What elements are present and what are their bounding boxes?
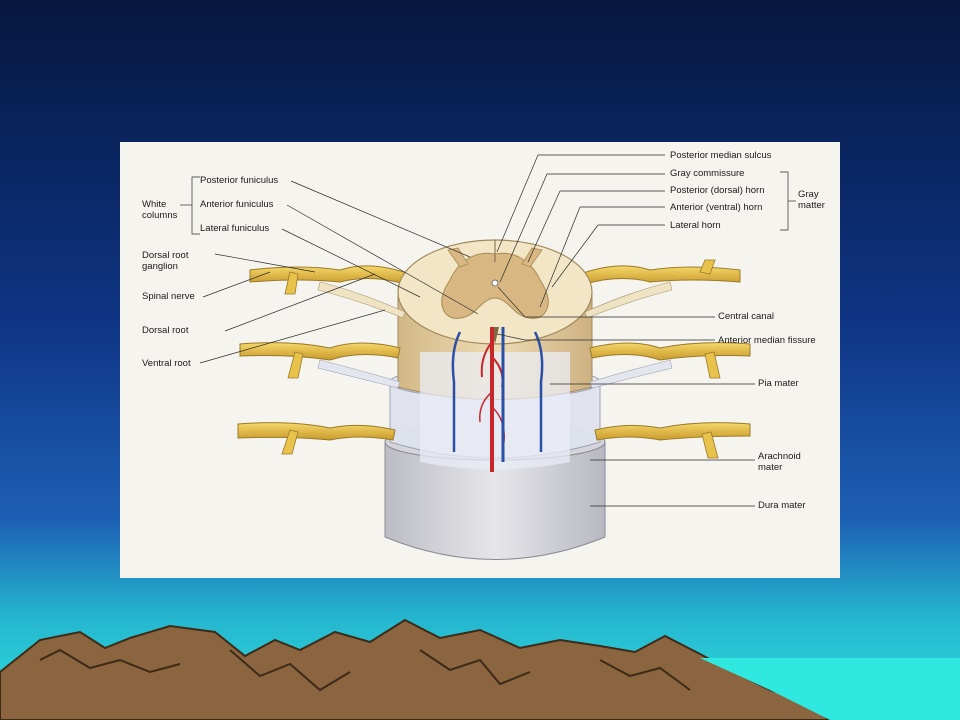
label-gray-matter: Gray matter: [798, 189, 825, 211]
blood-vessels: [451, 327, 544, 472]
nerve-roots-left: [237, 265, 411, 455]
label-spinal-nerve: Spinal nerve: [142, 291, 195, 302]
label-anterior-ventral-horn: Anterior (ventral) horn: [670, 202, 763, 213]
label-central-canal: Central canal: [718, 311, 774, 322]
label-white-columns: White columns: [142, 199, 178, 221]
label-posterior-dorsal-horn: Posterior (dorsal) horn: [670, 185, 765, 196]
label-anterior-median-fissure: Anterior median fissure: [718, 335, 816, 346]
label-ventral-root: Ventral root: [142, 358, 191, 369]
nerve-roots-right: [579, 259, 751, 459]
spinal-cord-illustration: [180, 154, 796, 560]
label-pia-mater: Pia mater: [758, 378, 799, 389]
label-dorsal-root-ganglion: Dorsal root ganglion: [142, 250, 189, 272]
central-canal: [491, 279, 499, 287]
label-dura-mater: Dura mater: [758, 500, 806, 511]
spinal-cord-figure: White columns Posterior funiculus Anteri…: [120, 142, 840, 578]
label-lateral-horn: Lateral horn: [670, 220, 721, 231]
label-dorsal-root: Dorsal root: [142, 325, 189, 336]
label-posterior-median-sulcus: Posterior median sulcus: [670, 150, 772, 161]
cord-cross-section: [397, 239, 593, 345]
label-gray-commissure: Gray commissure: [670, 168, 745, 179]
label-posterior-funiculus: Posterior funiculus: [200, 175, 279, 186]
mountain-range: [0, 618, 960, 720]
label-arachnoid-mater: Arachnoid mater: [758, 451, 801, 473]
label-anterior-funiculus: Anterior funiculus: [200, 199, 274, 210]
label-lateral-funiculus: Lateral funiculus: [200, 223, 270, 234]
leader-lines: [180, 154, 796, 507]
